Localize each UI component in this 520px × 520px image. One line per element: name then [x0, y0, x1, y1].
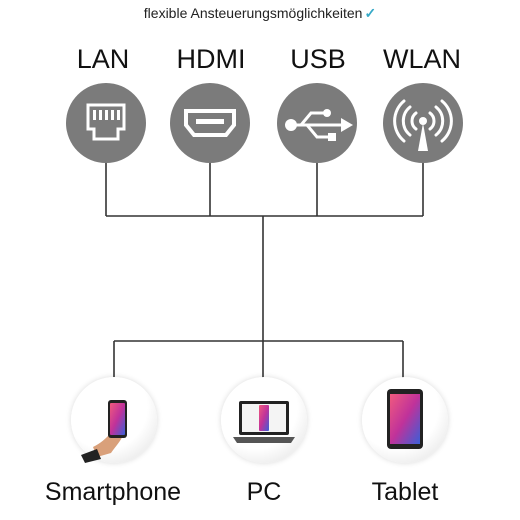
- label-tablet: Tablet: [371, 478, 439, 506]
- usb-circle: [277, 83, 357, 163]
- label-smartphone: Smartphone: [44, 478, 182, 506]
- tablet-icon: [387, 389, 423, 449]
- hdmi-port-icon: [184, 109, 236, 137]
- pc-circle: [221, 377, 307, 463]
- label-usb: USB: [290, 44, 346, 74]
- label-pc: PC: [246, 478, 282, 506]
- usb-symbol-icon: [285, 109, 353, 141]
- label-hdmi: HDMI: [176, 44, 246, 74]
- wifi-antenna-icon: [393, 99, 453, 151]
- diagram-title: flexible Ansteuerungsmöglichkeiten✓: [0, 5, 520, 22]
- lan-circle: [66, 83, 146, 163]
- title-text: flexible Ansteuerungsmöglichkeiten: [143, 5, 363, 21]
- tablet-circle: [362, 377, 448, 463]
- hdmi-circle: [170, 83, 250, 163]
- wlan-circle: [383, 83, 463, 163]
- smartphone-circle: [71, 377, 157, 463]
- check-icon: ✓: [364, 5, 377, 21]
- laptop-icon: [233, 401, 295, 443]
- ethernet-port-icon: [86, 103, 126, 141]
- label-lan: LAN: [76, 44, 130, 74]
- smartphone-in-hand-icon: [81, 400, 127, 463]
- label-wlan: WLAN: [382, 44, 461, 74]
